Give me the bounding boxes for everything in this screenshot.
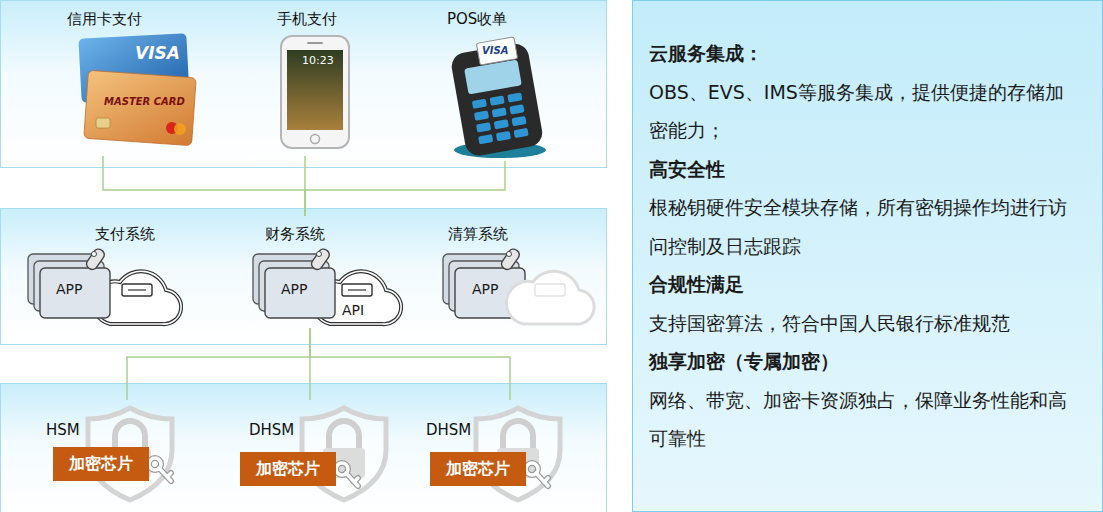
feature-heading: 独享加密（专属加密） (649, 342, 1081, 381)
business-system: 财务系统 APP API (245, 216, 405, 328)
connector-line (127, 328, 310, 400)
feature-text: OBS、EVS、IMS等服务集成，提供便捷的存储加密能力； (649, 73, 1081, 150)
feature-heading: 高安全性 (649, 150, 1081, 189)
feature-heading: 云服务集成： (649, 34, 1081, 73)
payment-channel: 手机支付 (265, 6, 365, 156)
card-chip (96, 118, 110, 128)
connector-line (103, 156, 305, 216)
chip-badge: 加密芯片 (240, 452, 336, 486)
app-label: APP (472, 281, 498, 297)
phone-speaker (308, 42, 322, 44)
chip-badge: 加密芯片 (53, 447, 149, 481)
feature-text: 网络、带宽、加密卡资源独占，保障业务性能和高可靠性 (649, 381, 1081, 458)
card-picture (84, 70, 196, 145)
hsm-unit: DHSM 加密芯片 (420, 400, 570, 500)
channel-label: POS收单 (447, 10, 507, 28)
feature-panel: 云服务集成：OBS、EVS、IMS等服务集成，提供便捷的存储加密能力；高安全性根… (632, 0, 1103, 512)
app-label: APP (56, 281, 82, 297)
card-brand: VISA (482, 45, 508, 57)
business-system: 支付系统 APP (22, 216, 187, 328)
system-label: 支付系统 (95, 225, 155, 243)
cloud-icon (506, 271, 594, 324)
key-icon (149, 458, 171, 481)
system-label: 清算系统 (448, 225, 508, 243)
app-stack-icon (253, 247, 335, 318)
key-icon (526, 463, 548, 486)
key-icon (336, 463, 358, 486)
phone-button (311, 135, 320, 144)
system-label: 财务系统 (265, 225, 325, 243)
app-stack-icon (28, 247, 110, 318)
connector-line (305, 161, 505, 216)
pos-card (476, 37, 517, 65)
app-label: APP (281, 281, 307, 297)
feature-text: 支持国密算法，符合中国人民银行标准规范 (649, 304, 1081, 343)
hsm-label: DHSM (426, 421, 471, 439)
card-brand: VISA (135, 44, 180, 64)
connector-line (310, 328, 510, 400)
payment-channel: 信用卡支付 (55, 6, 205, 156)
tier-band (1, 384, 607, 512)
tier-band (1, 1, 607, 168)
card-logo (174, 123, 186, 135)
business-system: 清算系统 APP (438, 216, 598, 328)
clock-time: 10:23 (302, 55, 334, 68)
channel-label: 手机支付 (277, 10, 337, 28)
hsm-unit: DHSM 加密芯片 (235, 400, 385, 500)
hsm-label: HSM (46, 421, 80, 439)
phone-screen (287, 50, 343, 130)
hsm-label: DHSM (249, 421, 294, 439)
chip-badge: 加密芯片 (430, 452, 526, 486)
api-label: API (342, 302, 364, 318)
tier-band (1, 209, 607, 345)
feature-text: 根秘钥硬件安全模块存储，所有密钥操作均进行访问控制及日志跟踪 (649, 188, 1081, 265)
hsm-unit: HSM 加密芯片 (40, 400, 190, 500)
card-brand: MASTER CARD (104, 96, 185, 108)
channel-label: 信用卡支付 (67, 10, 142, 28)
phone-picture (281, 36, 349, 148)
feature-heading: 合规性满足 (649, 265, 1081, 304)
payment-channel: POS收单 (435, 6, 555, 161)
